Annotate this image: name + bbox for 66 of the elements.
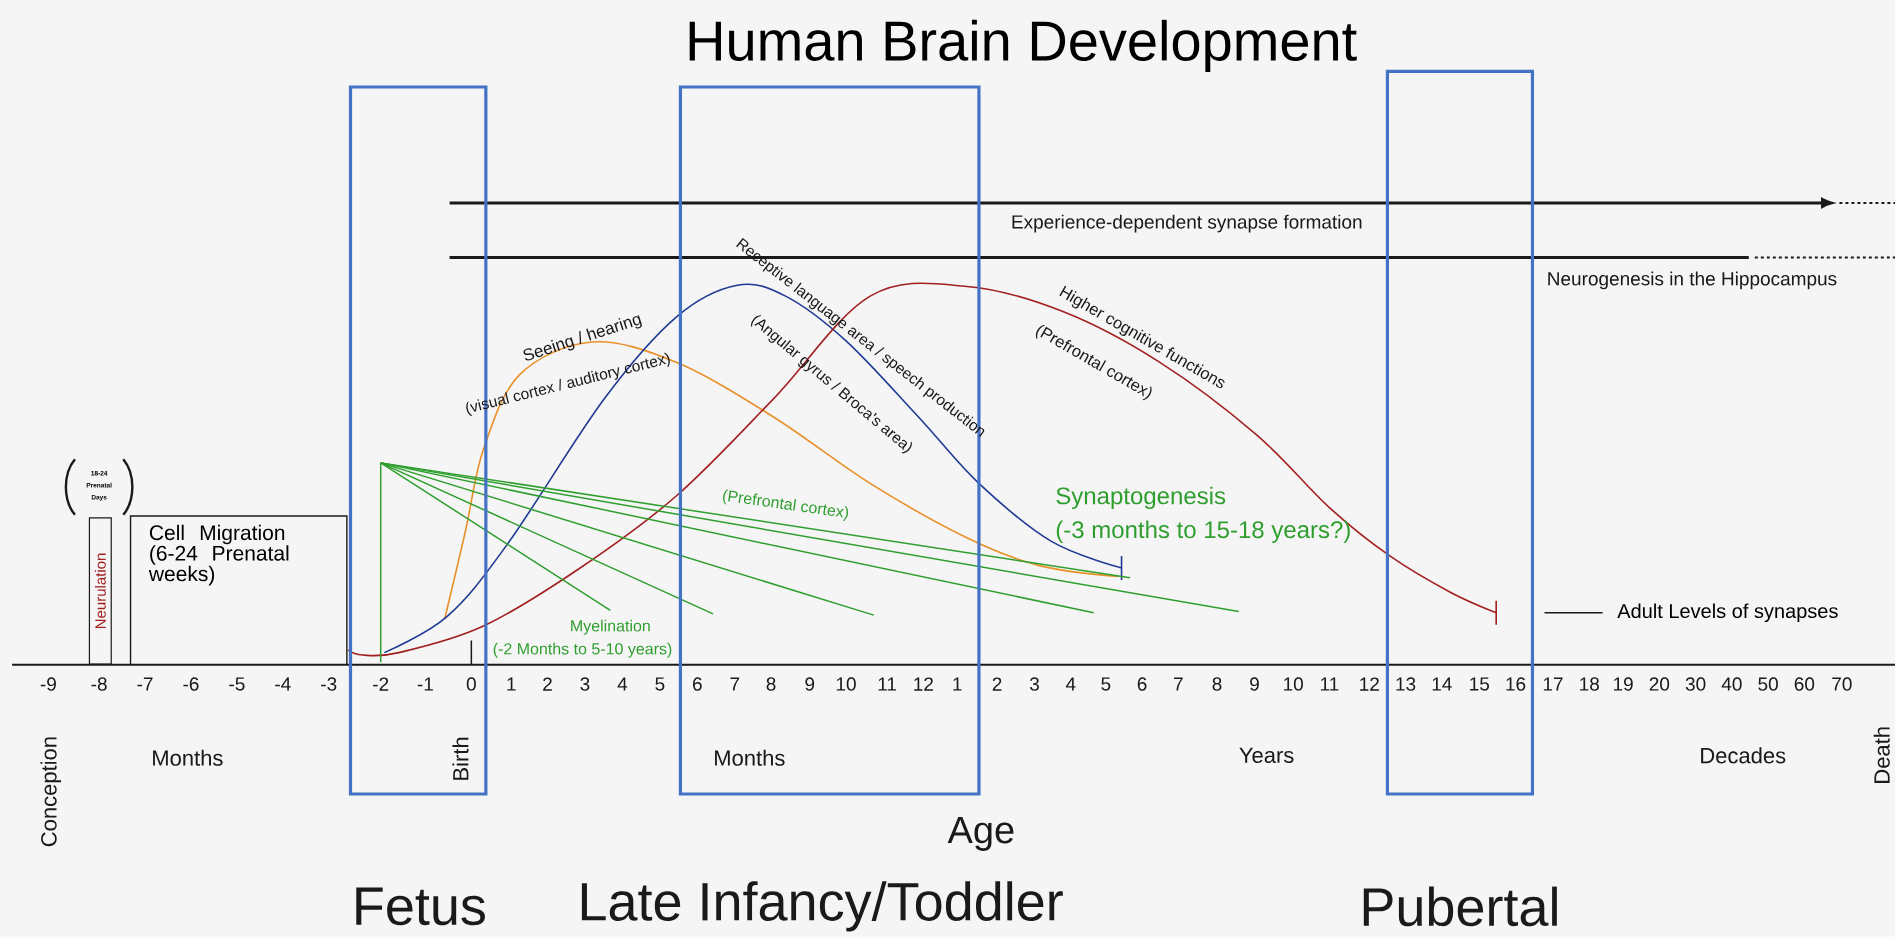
stage-label: Late Infancy/Toddler (581, 881, 1063, 932)
line-label: (Prefrontal cortex) (723, 489, 849, 522)
tick-label: 18 (1580, 677, 1599, 691)
tick-label: 60 (1794, 677, 1815, 691)
tick-label: -1 (417, 677, 433, 691)
line-label: (-2 Months to 5-10 years) (493, 642, 672, 658)
tick-label: 7 (730, 677, 740, 691)
bar-label: Experience-dependent synapse formation (1012, 214, 1362, 233)
tick-label: 2 (992, 677, 1002, 691)
tick-label: 4 (1065, 677, 1076, 691)
axis-label: Months (153, 749, 223, 767)
tick-label: 12 (914, 677, 933, 691)
stage-label: Fetus (356, 887, 485, 926)
tick-label: 0 (466, 677, 476, 691)
tick-label: 7 (1174, 677, 1183, 691)
process-label: Synaptogenesis (1056, 486, 1226, 510)
tick-label: 10 (1284, 677, 1303, 691)
tick-label: 6 (1137, 677, 1147, 691)
tick-label: 1 (507, 677, 516, 691)
tick-label: 13 (1396, 677, 1416, 691)
tick-label: 11 (878, 677, 896, 691)
tick-label: 20 (1649, 677, 1670, 691)
stage-label: Pubertal (1363, 886, 1557, 927)
line-label: Myelination (571, 619, 650, 635)
tick-label: 9 (805, 677, 815, 691)
tick-label: 8 (1212, 677, 1222, 691)
axis-label: Birth (452, 737, 469, 780)
tick-label: 11 (1321, 677, 1339, 691)
tick-label: 10 (836, 677, 856, 691)
tick-label: 16 (1506, 677, 1526, 691)
tick-label: 14 (1432, 677, 1452, 691)
tick-label: -2 (373, 677, 389, 691)
tick-label: 6 (693, 677, 702, 691)
tick-label: 70 (1832, 677, 1852, 691)
bar-label: Neurogenesis in the Hippocampus (1548, 271, 1837, 290)
tick-label: 1 (953, 677, 962, 691)
tick-label: 5 (655, 677, 665, 691)
axis-label: Death (1873, 727, 1890, 784)
curve-label: Seeing / hearing (523, 315, 642, 361)
tick-label: -9 (40, 677, 56, 691)
tick-label: 17 (1543, 677, 1563, 691)
axis-label: Years (1239, 747, 1294, 764)
tick-label: 5 (1101, 677, 1111, 691)
legend-label: Adult Levels of synapses (1617, 603, 1838, 623)
title: Human Brain Development (689, 20, 1357, 73)
tick-label: -8 (91, 677, 107, 691)
tick-label: 4 (617, 677, 628, 691)
tick-label: 19 (1613, 677, 1633, 691)
stage-box: Cell Migration (6-24 Prenatal weeks) (129, 515, 348, 666)
stage-bar: Neurulation (88, 517, 112, 665)
tick-label: 8 (766, 677, 776, 691)
process-label: (-3 months to 15-18 years?) (1056, 520, 1350, 544)
axis-label: Decades (1701, 747, 1786, 764)
tick-label: 15 (1470, 677, 1490, 691)
tick-label: 12 (1360, 677, 1379, 691)
axis-label: Months (715, 749, 785, 767)
tick-label: 50 (1758, 677, 1778, 691)
tick-label: 2 (543, 677, 552, 691)
tick-label: 3 (1029, 677, 1039, 691)
axis-label: Conception (40, 737, 62, 847)
tick-label: 9 (1250, 677, 1259, 691)
tick-label: 30 (1685, 677, 1706, 691)
tick-label: 40 (1721, 677, 1742, 691)
tick-label: 3 (580, 677, 590, 691)
axis-title: Age (947, 817, 1014, 852)
tick-label: -7 (137, 677, 153, 691)
